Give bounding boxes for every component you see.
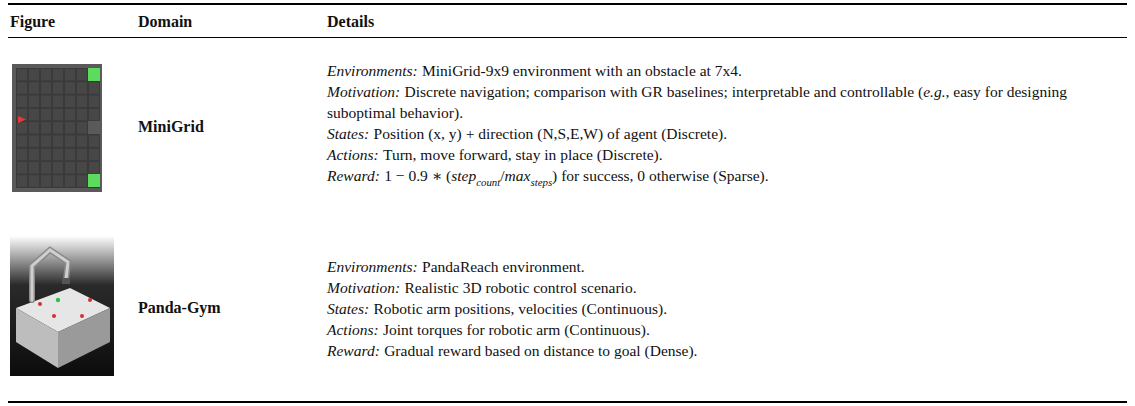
- table-rule: [8, 401, 1127, 403]
- table-rule: [8, 37, 1127, 38]
- detail-key: Reward:: [327, 342, 380, 359]
- header-cell: Figure: [10, 6, 120, 37]
- detail-text: MiniGrid-9x9 environment with an obstacl…: [422, 62, 742, 79]
- detail-key: Motivation:: [327, 83, 400, 100]
- domain-cell: Panda-Gym: [138, 216, 318, 400]
- detail-text: step: [451, 167, 476, 184]
- detail-line: Actions:Turn, move forward, stay in plac…: [327, 144, 1119, 165]
- detail-text: max: [505, 167, 531, 184]
- header-cell: Domain: [138, 6, 318, 37]
- detail-key: Environments:: [327, 258, 418, 275]
- detail-text: Turn, move forward, stay in place (Discr…: [383, 146, 663, 163]
- detail-key: Actions:: [327, 146, 379, 163]
- detail-text: e.g.: [923, 83, 945, 100]
- detail-line: States: Position (x, y) + direction (N,S,…: [327, 123, 1119, 144]
- detail-line: Reward:Gradual reward based on distance …: [327, 340, 1119, 361]
- detail-text: Realistic 3D robotic control scenario.: [405, 279, 637, 296]
- column-header: Domain: [138, 13, 318, 31]
- detail-line: Environments:MiniGrid-9x9 environment wi…: [327, 60, 1119, 81]
- minigrid-figure: [12, 64, 102, 192]
- detail-key: Reward:: [327, 167, 380, 184]
- detail-text: Joint torques for robotic arm (Continuou…: [383, 321, 650, 338]
- detail-key: Actions:: [327, 321, 379, 338]
- detail-key: Environments:: [327, 62, 418, 79]
- detail-key: Motivation:: [327, 279, 400, 296]
- panda-figure: [10, 236, 114, 376]
- detail-line: States: Robotic arm positions, velocities…: [327, 298, 1119, 319]
- detail-line: Motivation: Discrete navigation; comparis…: [327, 81, 1119, 123]
- detail-text: Discrete navigation; comparison with GR …: [405, 83, 924, 100]
- detail-text: Gradual reward based on distance to goal…: [384, 342, 697, 359]
- detail-text: PandaReach environment.: [422, 258, 585, 275]
- table-rule: [8, 3, 1127, 5]
- detail-text: steps: [530, 176, 552, 188]
- domain-cell: MiniGrid: [138, 38, 318, 215]
- domain-name: MiniGrid: [138, 118, 318, 136]
- detail-text: count: [476, 176, 500, 188]
- detail-line: Actions:Joint torques for robotic arm (C…: [327, 319, 1119, 340]
- detail-line: Environments:PandaReach environment.: [327, 256, 1119, 277]
- column-header: Figure: [10, 13, 120, 31]
- header-cell: Details: [327, 6, 1117, 37]
- details-cell: Environments:MiniGrid-9x9 environment wi…: [327, 38, 1119, 215]
- detail-line: Motivation: Realistic 3D robotic control …: [327, 277, 1119, 298]
- detail-text: ) for success, 0 otherwise (Sparse).: [552, 167, 769, 184]
- column-header: Details: [327, 13, 1117, 31]
- detail-text: Position (x, y) + direction (N,S,E,W) of…: [374, 125, 728, 142]
- details-cell: Environments:PandaReach environment.Moti…: [327, 216, 1119, 400]
- detail-text: /: [500, 167, 504, 184]
- detail-key: States:: [327, 300, 369, 317]
- detail-text: 1 − 0.9 ∗ (: [384, 167, 451, 184]
- domain-name: Panda-Gym: [138, 299, 318, 317]
- detail-line: Reward:1 − 0.9 ∗ (stepcount/maxsteps) fo…: [327, 165, 1119, 192]
- detail-text: Robotic arm positions, velocities (Conti…: [374, 300, 668, 317]
- detail-key: States:: [327, 125, 369, 142]
